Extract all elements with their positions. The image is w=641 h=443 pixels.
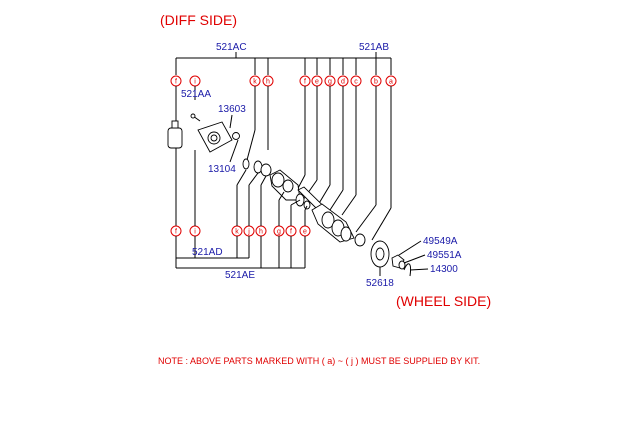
leader-lines-top: [175, 86, 392, 241]
svg-text:c: c: [354, 79, 358, 86]
part-label-521ae: 521AE: [225, 270, 255, 281]
svg-text:f: f: [304, 79, 306, 86]
callout-bottom-3: k: [231, 225, 243, 237]
part-label-14300: 14300: [430, 264, 458, 275]
svg-text:k: k: [235, 229, 239, 236]
callout-top-11: a: [385, 75, 397, 87]
callout-top-5: f: [299, 75, 311, 87]
kit-note: NOTE : ABOVE PARTS MARKED WITH ( a) ~ ( …: [158, 356, 480, 366]
grease-tube-part: [167, 120, 183, 149]
part-label-13104: 13104: [208, 164, 236, 175]
outer-joint-part: [354, 233, 390, 268]
callout-bottom-4: j: [243, 225, 255, 237]
washer-part: [398, 260, 406, 270]
callout-top-3: k: [249, 75, 261, 87]
svg-text:e: e: [315, 79, 319, 86]
svg-text:f: f: [175, 229, 177, 236]
svg-text:d: d: [341, 79, 345, 86]
part-label-49551a: 49551A: [427, 250, 462, 261]
bearing-bracket-part: [197, 121, 233, 153]
svg-text:f: f: [290, 229, 292, 236]
part-label-521ad: 521AD: [192, 247, 223, 258]
svg-text:e: e: [303, 229, 307, 236]
diff-side-heading: (DIFF SIDE): [160, 12, 237, 28]
circlip-part: [232, 132, 240, 140]
bottom-bracket-521ad: [175, 236, 250, 259]
svg-text:f: f: [175, 79, 177, 86]
svg-text:g: g: [277, 229, 281, 236]
svg-text:b: b: [374, 79, 378, 86]
inner-boot-part: [269, 169, 301, 201]
callout-top-6: e: [311, 75, 323, 87]
part-label-521aa: 521AA: [181, 89, 211, 100]
callout-bottom-7: f: [285, 225, 297, 237]
callout-top-1: f: [170, 75, 182, 87]
svg-text:h: h: [266, 79, 270, 86]
inner-ring-part: [242, 158, 272, 177]
callout-top-7: g: [324, 75, 336, 87]
part-label-13603: 13603: [218, 104, 246, 115]
callout-bottom-8: e: [299, 225, 311, 237]
svg-text:i: i: [194, 79, 196, 86]
callout-top-9: c: [350, 75, 362, 87]
callout-top-8: d: [337, 75, 349, 87]
callout-top-10: b: [370, 75, 382, 87]
leader-lines-bottom: [194, 150, 308, 226]
callout-bottom-1: f: [170, 225, 182, 237]
svg-text:g: g: [328, 79, 332, 86]
part-label-49549a: 49549A: [423, 236, 458, 247]
svg-text:i: i: [194, 229, 196, 236]
wheel-side-heading: (WHEEL SIDE): [396, 293, 491, 309]
callout-top-2: i: [189, 75, 201, 87]
callout-bottom-5: h: [255, 225, 267, 237]
svg-text:h: h: [259, 229, 263, 236]
bottom-bracket-521ae: [175, 236, 306, 269]
part-label-521ac: 521AC: [216, 42, 247, 53]
part-label-52618: 52618: [366, 278, 394, 289]
top-bracket: [175, 52, 392, 75]
svg-text:j: j: [247, 229, 250, 236]
svg-text:k: k: [253, 79, 257, 86]
part-label-521ab: 521AB: [359, 42, 389, 53]
cotter-pin-part: [403, 263, 411, 277]
callout-top-4: h: [262, 75, 274, 87]
callout-bottom-6: g: [273, 225, 285, 237]
callout-bottom-2: i: [189, 225, 201, 237]
outer-boot-part: [311, 203, 355, 243]
bolt-part: [190, 113, 201, 122]
svg-text:a: a: [389, 79, 393, 86]
